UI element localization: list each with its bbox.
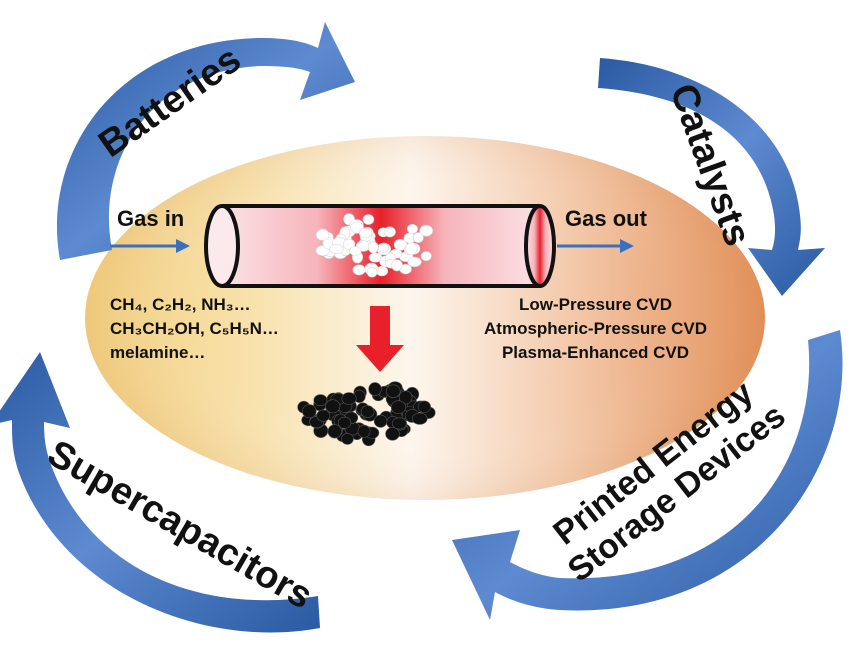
- arrow-bottom-left: [0, 352, 320, 633]
- carbon-particle: [341, 433, 354, 445]
- carbon-particle: [373, 414, 388, 428]
- carbon-particle: [368, 382, 382, 396]
- white-particles: [315, 213, 434, 278]
- white-particle: [420, 251, 432, 261]
- carbon-particle: [417, 400, 431, 413]
- precursor-list: CH₄, C₂H₂, NH₃… CH₃CH₂OH, C₅H₅N… melamin…: [110, 293, 279, 365]
- red-down-arrow: [356, 306, 404, 372]
- white-particle: [391, 259, 403, 272]
- gas-out-arrowhead: [620, 239, 634, 253]
- white-particle: [412, 232, 424, 243]
- carbon-particle: [327, 424, 342, 439]
- cvd-method-1: Low-Pressure CVD: [518, 295, 673, 314]
- cvd-method-list: Low-Pressure CVD Atmospheric-Pressure CV…: [453, 293, 738, 365]
- cvd-method-2: Atmospheric-Pressure CVD: [484, 319, 707, 338]
- white-particle: [377, 243, 389, 253]
- white-particle: [366, 266, 378, 278]
- black-particles: [297, 381, 436, 447]
- gas-in-arrowhead: [176, 239, 190, 253]
- white-particle: [406, 224, 418, 235]
- white-particle: [405, 242, 418, 256]
- carbon-particle: [313, 394, 328, 407]
- white-particle: [407, 256, 422, 268]
- arrow-top-right: [598, 58, 825, 296]
- carbon-particle: [341, 392, 357, 405]
- tube-end-right: [524, 204, 556, 288]
- arrow-bottom-right: [452, 330, 843, 620]
- gas-in-label: Gas in: [117, 206, 185, 231]
- carbon-particle: [325, 399, 341, 414]
- white-particle: [349, 246, 362, 256]
- arrow-top-left: [56, 22, 356, 260]
- white-particle: [383, 226, 396, 238]
- white-particle: [316, 228, 330, 241]
- white-particle: [352, 264, 366, 276]
- white-particle: [362, 214, 375, 225]
- cvd-method-3: Plasma-Enhanced CVD: [501, 343, 690, 362]
- carbon-particle: [385, 384, 401, 398]
- carbon-particle: [390, 400, 407, 415]
- carbon-particle: [391, 417, 407, 430]
- precursor-line-1: CH₄, C₂H₂, NH₃…: [110, 295, 251, 314]
- carbon-particle: [337, 416, 352, 429]
- carbon-particle: [411, 412, 428, 425]
- carbon-particle: [316, 409, 331, 422]
- white-particle: [419, 224, 434, 237]
- gas-out-label: Gas out: [565, 206, 647, 231]
- precursor-line-2: CH₃CH₂OH, C₅H₅N…: [110, 319, 279, 338]
- white-particle: [329, 244, 344, 255]
- precursor-line-3: melamine…: [110, 343, 206, 362]
- carbon-particle: [357, 424, 371, 438]
- white-particle: [359, 228, 373, 239]
- white-particle: [367, 241, 379, 254]
- carbon-particle: [360, 405, 375, 418]
- tube-end-left: [204, 204, 240, 288]
- carbon-particle: [302, 404, 317, 419]
- carbon-particle: [385, 427, 400, 441]
